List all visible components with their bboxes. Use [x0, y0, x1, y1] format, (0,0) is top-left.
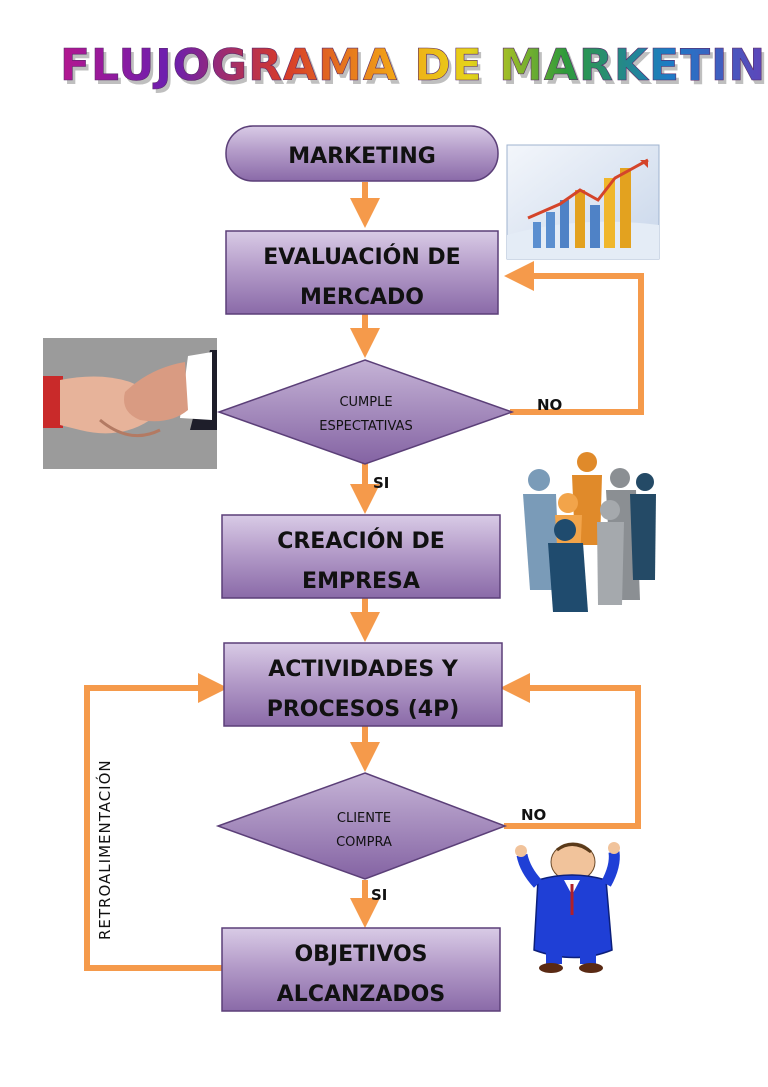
handshake-picture	[43, 338, 217, 469]
label-no-1: NO	[537, 396, 562, 414]
node-marketing-line-0: MARKETING	[288, 144, 436, 169]
label-retroalimentacion: RETROALIMENTACIÓN	[95, 759, 114, 940]
node-creacion: CREACIÓN DE EMPRESA	[221, 514, 501, 599]
node-cliente-line-0: CLIENTE	[337, 811, 391, 826]
node-evaluacion: EVALUACIÓN DE MERCADO	[225, 230, 499, 315]
connectors	[84, 182, 644, 971]
node-evaluacion-line-1: MERCADO	[300, 285, 424, 310]
node-objetivos-line-0: OBJETIVOS	[294, 942, 427, 967]
node-marketing: MARKETING	[225, 125, 499, 182]
node-actividades-line-1: PROCESOS (4P)	[267, 697, 460, 722]
node-evaluacion-line-0: EVALUACIÓN DE	[263, 244, 460, 270]
label-si-2: SI	[371, 886, 387, 904]
page-title: FLUJOGRAMA DE MARKETING	[60, 40, 768, 91]
businessman-picture	[515, 842, 620, 973]
arrow-no-loop-top	[504, 261, 644, 415]
node-cliente: CLIENTE COMPRA	[215, 772, 508, 880]
node-objetivos-line-1: ALCANZADOS	[277, 982, 445, 1007]
node-cumple-line-0: CUMPLE	[339, 395, 392, 410]
title-shadow: FLUJOGRAMA DE MARKETING	[63, 44, 768, 95]
node-objetivos: OBJETIVOS ALCANZADOS	[221, 927, 501, 1012]
node-actividades: ACTIVIDADES Y PROCESOS (4P)	[223, 642, 503, 727]
people-group-picture	[523, 452, 656, 612]
node-creacion-line-1: EMPRESA	[302, 569, 420, 594]
bar-chart-picture	[506, 144, 660, 260]
arrow-no-loop-bottom	[500, 673, 641, 829]
node-cliente-line-1: COMPRA	[336, 835, 392, 850]
node-cumple: CUMPLE ESPECTATIVAS	[216, 359, 515, 465]
title-group: FLUJOGRAMA DE MARKETING FLUJOGRAMA DE MA…	[60, 40, 768, 95]
node-actividades-line-0: ACTIVIDADES Y	[268, 657, 459, 682]
node-cumple-line-1: ESPECTATIVAS	[319, 419, 412, 434]
node-creacion-line-0: CREACIÓN DE	[277, 528, 445, 554]
arrow-feedback-loop	[84, 673, 228, 971]
label-no-2: NO	[521, 806, 546, 824]
label-si-1: SI	[373, 474, 389, 492]
